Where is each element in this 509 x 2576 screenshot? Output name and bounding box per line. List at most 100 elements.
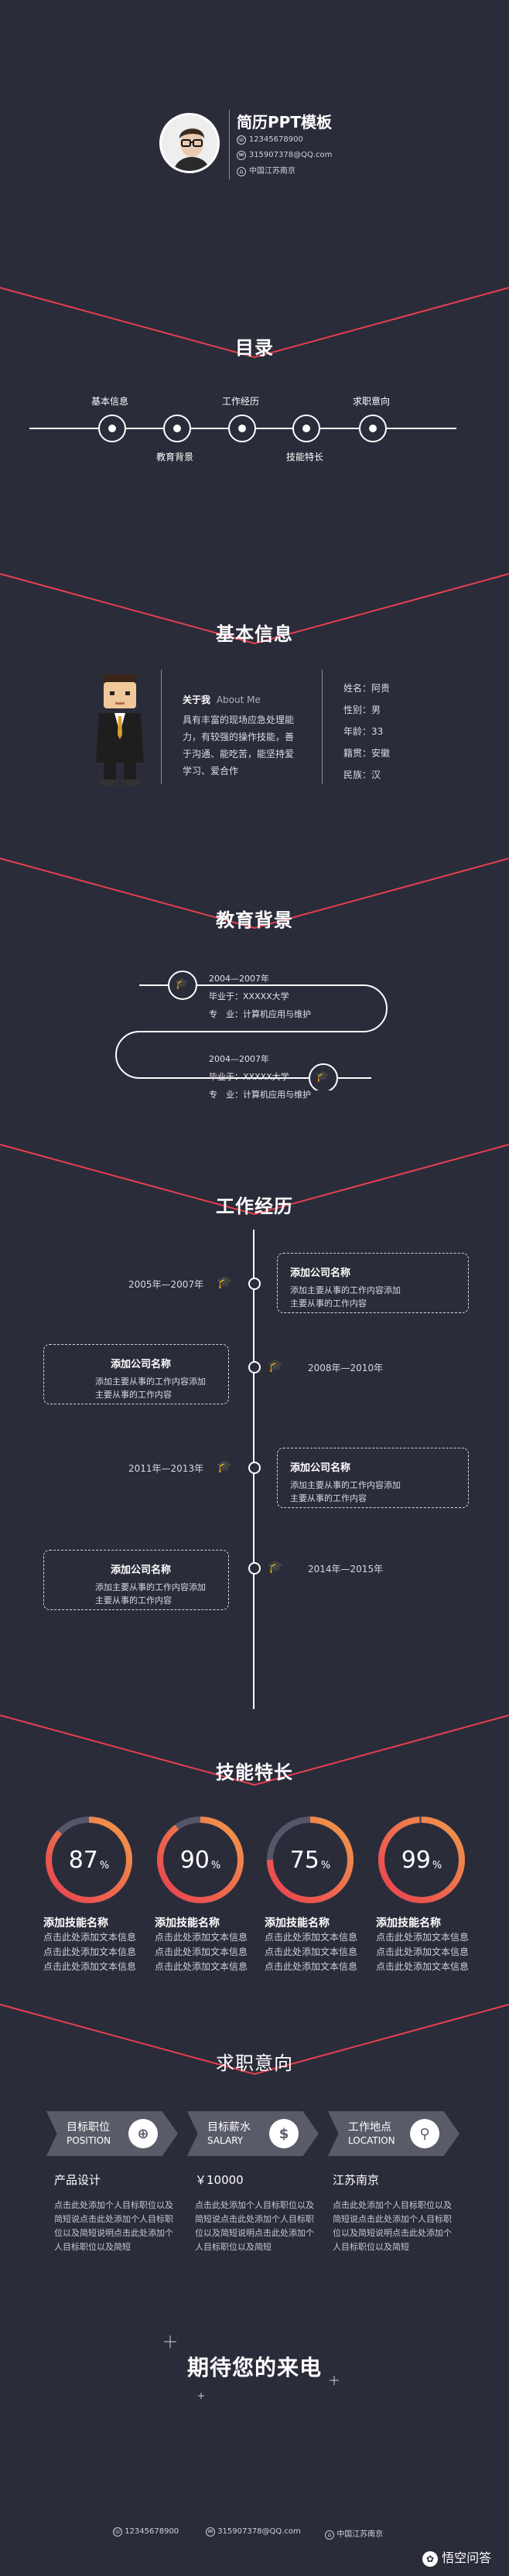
work-nodes — [248, 1278, 261, 1575]
intent-tab-location: 工作地点 LOCATION ⚲ — [328, 2111, 459, 2156]
toc-item-work[interactable]: 工作经历 — [222, 396, 260, 407]
footer-email-row: ✉ 315907378@QQ.com — [206, 2527, 301, 2537]
intent-label-en: LOCATION — [348, 2135, 395, 2146]
skill-percent: 87 — [68, 1846, 98, 1874]
intent-line: 人目标职位以及简短 — [54, 2242, 131, 2252]
work-company: 添加公司名称 — [290, 1462, 351, 1474]
skill-2: 90% 添加技能名称 点击此处添加文本信息 点击此处添加文本信息 点击此处添加文… — [155, 1814, 248, 1974]
skill-4: 99% 添加技能名称 点击此处添加文本信息 点击此处添加文本信息 点击此处添加文… — [376, 1814, 469, 1974]
intent-line: 位以及简短说明点击此处添加个 — [195, 2228, 314, 2238]
intent-tab-position: 目标职位 POSITION ⊕ — [46, 2111, 178, 2156]
skill-ring — [46, 1817, 132, 1903]
intent-col-2: ￥10000 点击此处添加个人目标职位以及 简短说点击此处添加个人目标职 位以及… — [195, 2172, 326, 2254]
intent-line: 简短说点击此处添加个人目标职 — [54, 2214, 173, 2224]
work-card-2[interactable]: 添加公司名称 添加主要从事的工作内容添加 主要从事的工作内容 — [43, 1344, 229, 1404]
basic-fields: 姓名：阿贵 性别：男 年龄：33 籍贯：安徽 民族：汉 — [343, 677, 390, 786]
footer-phone-row: ☏ 12345678900 — [113, 2527, 179, 2537]
skill-3: 75% 添加技能名称 点击此处添加文本信息 点击此处添加文本信息 点击此处添加文… — [265, 1814, 357, 1974]
education-path — [115, 971, 388, 1090]
work-desc-line-1: 添加主要从事的工作内容添加 — [290, 1285, 401, 1295]
percent-sign: % — [432, 1859, 442, 1871]
field-name: 姓名：阿贵 — [343, 677, 390, 699]
footer-address: 中国江苏南京 — [336, 2530, 384, 2539]
header-email-row: ✉ 315907378@QQ.com — [237, 148, 332, 160]
field-value: 男 — [371, 705, 381, 715]
skill-ring — [378, 1817, 465, 1903]
field-label: 年龄： — [343, 726, 372, 737]
intent-label-en: POSITION — [67, 2135, 111, 2146]
work-company: 添加公司名称 — [111, 1359, 172, 1370]
edu-period: 2004—2007年 — [209, 1054, 269, 1064]
edu-period: 2004—2007年 — [209, 974, 269, 984]
work-desc-line-1: 添加主要从事的工作内容添加 — [290, 1480, 401, 1490]
header-phone-row: ☏ 12345678900 — [237, 133, 303, 145]
graduation-cap-icon: 🎓 — [268, 1559, 283, 1574]
watermark: ✿ 悟空问答 — [422, 2547, 491, 2567]
header-email: 315907378@QQ.com — [248, 151, 333, 159]
skill-line: 点击此处添加文本信息 — [265, 1961, 358, 1972]
sparkle-decoration — [164, 2335, 339, 2399]
divider-chevron-2 — [0, 573, 509, 645]
work-desc-line-2: 主要从事的工作内容 — [95, 1390, 172, 1400]
about-title: 关于我 — [183, 694, 211, 705]
about-line-4: 学习、爱合作 — [183, 766, 239, 776]
intent-line: 点击此处添加个人目标职位以及 — [333, 2200, 452, 2210]
work-card-3[interactable]: 添加公司名称 添加主要从事的工作内容添加 主要从事的工作内容 — [277, 1448, 469, 1508]
toc-item-education[interactable]: 教育背景 — [156, 452, 194, 462]
work-card-4[interactable]: 添加公司名称 添加主要从事的工作内容添加 主要从事的工作内容 — [43, 1550, 229, 1610]
skill-line: 点击此处添加文本信息 — [43, 1932, 137, 1943]
work-desc-line-1: 添加主要从事的工作内容添加 — [95, 1377, 206, 1387]
intent-line: 简短说点击此处添加个人目标职 — [333, 2214, 452, 2224]
percent-sign: % — [320, 1859, 331, 1871]
percent-sign: % — [210, 1859, 221, 1871]
skill-1: 87% 添加技能名称 点击此处添加文本信息 点击此处添加文本信息 点击此处添加文… — [43, 1814, 136, 1974]
edu-school: 毕业于：XXXXX大学 — [209, 1072, 289, 1082]
toc-item-skills[interactable]: 技能特长 — [286, 452, 324, 462]
intent-value: 产品设计 — [54, 2173, 101, 2187]
location-icon: ⌂ — [237, 167, 246, 176]
header-address-row: ⌂ 中国江苏南京 — [237, 164, 295, 176]
work-desc-line-2: 主要从事的工作内容 — [290, 1493, 367, 1503]
edu-major: 专 业：计算机应用与维护 — [209, 1009, 311, 1019]
skill-line: 点击此处添加文本信息 — [43, 1961, 137, 1972]
about-line-1: 具有丰富的现场应急处理能 — [183, 715, 295, 725]
intent-col-3: 江苏南京 点击此处添加个人目标职位以及 简短说点击此处添加个人目标职 位以及简短… — [333, 2172, 468, 2254]
skill-name: 添加技能名称 — [43, 1917, 108, 1929]
graduation-cap-icon: 🎓 — [217, 1274, 232, 1289]
header-phone: 12345678900 — [248, 135, 303, 144]
email-icon: ✉ — [206, 2527, 215, 2537]
intent-title: 求职意向 — [216, 2052, 293, 2074]
intent-value: ￥10000 — [195, 2173, 244, 2187]
toc-timeline — [29, 415, 456, 442]
skill-line: 点击此处添加文本信息 — [265, 1947, 358, 1957]
intent-line: 简短说点击此处添加个人目标职 — [195, 2214, 314, 2224]
field-origin: 籍贯：安徽 — [343, 742, 390, 764]
toc-item-basic[interactable]: 基本信息 — [91, 396, 129, 407]
email-icon: ✉ — [237, 151, 246, 160]
skill-line: 点击此处添加文本信息 — [376, 1932, 470, 1943]
about-title-en: About Me — [216, 694, 261, 705]
intent-label-cn: 工作地点 — [348, 2121, 391, 2134]
toc-item-intent[interactable]: 求职意向 — [353, 396, 391, 407]
work-desc-line-2: 主要从事的工作内容 — [290, 1298, 367, 1308]
skill-line: 点击此处添加文本信息 — [155, 1961, 248, 1972]
intent-label-en: SALARY — [207, 2135, 244, 2146]
footer-address-row: ⌂ 中国江苏南京 — [325, 2527, 383, 2540]
skill-percent: 75 — [289, 1846, 319, 1874]
skill-line: 点击此处添加文本信息 — [155, 1932, 248, 1943]
intent-line: 位以及简短说明点击此处添加个 — [333, 2228, 452, 2238]
intent-line: 人目标职位以及简短 — [195, 2242, 272, 2252]
work-card-1[interactable]: 添加公司名称 添加主要从事的工作内容添加 主要从事的工作内容 — [277, 1253, 469, 1313]
intent-col-1: 产品设计 点击此处添加个人目标职位以及 简短说点击此处添加个人目标职 位以及简短… — [54, 2172, 186, 2254]
divider-chevron-4 — [0, 1144, 509, 1216]
about-text: 具有丰富的现场应急处理能 力，有较强的操作技能，善 于沟通、能吃苦，能坚持爱 学… — [183, 711, 294, 780]
graduation-cap-icon: 🎓 — [316, 1070, 330, 1083]
graduation-cap-icon: 🎓 — [268, 1358, 283, 1373]
intent-line: 位以及简短说明点击此处添加个 — [54, 2228, 173, 2238]
divider-chevron-1 — [0, 287, 509, 359]
intent-line: 点击此处添加个人目标职位以及 — [54, 2200, 173, 2210]
intent-label-cn: 目标薪水 — [207, 2121, 251, 2134]
work-company: 添加公司名称 — [290, 1268, 351, 1279]
field-value: 33 — [371, 726, 384, 737]
basic-left-divider — [161, 670, 162, 784]
